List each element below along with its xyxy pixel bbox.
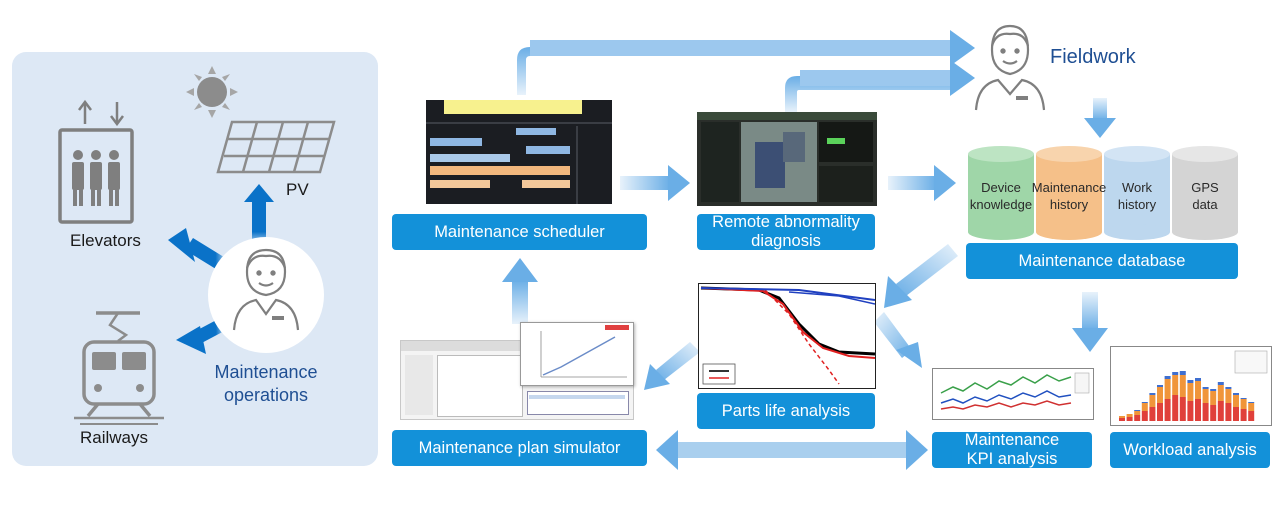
workload-bar-segment [1164,399,1171,421]
workload-bar-segment [1134,410,1141,411]
workload-bar-segment [1202,389,1209,403]
workload-chart [1110,346,1272,426]
workload-bar-segment [1172,372,1179,375]
scheduler-screenshot [426,100,612,204]
workload-bar-segment [1149,407,1156,421]
workload-bar-segment [1240,399,1247,409]
worker-icon [232,248,300,331]
workload-bar-segment [1157,403,1163,421]
arrow-remote-to-database [888,165,956,201]
workload-bar-segment [1172,395,1179,421]
workload-bar-segment [1225,389,1232,403]
pv-label: PV [286,180,309,199]
maintenance-scheduler-box: Maintenance scheduler [392,214,647,250]
train-icon [74,311,164,425]
workload-bar-segment [1141,403,1148,411]
kpi-chart [932,368,1094,420]
arrow-simulator-to-scheduler [502,258,538,324]
fieldwork-worker-icon [974,24,1046,111]
workload-bar-segment [1134,415,1141,421]
workload-bar-segment [1157,385,1163,387]
arrow-parts-to-simulator [644,342,700,390]
arrow-scheduler-to-remote [620,165,690,201]
workload-bar-segment [1248,411,1255,421]
workload-bar-segment [1202,403,1209,421]
workload-bar-segment [1233,407,1239,421]
simulator-popup-chart [520,322,634,386]
arrow-remote-to-fieldwork [785,60,975,112]
workload-bar-segment [1187,380,1194,383]
parts-life-chart [698,283,876,389]
remote-abnormality-box: Remote abnormality diagnosis [697,213,875,250]
workload-bar-segment [1157,387,1163,403]
database-cylinders [968,146,1238,240]
workload-bar-segment [1195,381,1201,399]
workload-bar-segment [1187,383,1194,401]
workload-bar-segment [1217,401,1224,421]
kpi-analysis-box: Maintenance KPI analysis [932,431,1092,468]
arrow-simulator-kpi [656,430,928,470]
arrow-to-pv [244,184,274,250]
cylinder-work-history-label: Work history [1117,180,1157,212]
workload-bar-segment [1233,393,1239,395]
workload-bar-segment [1164,376,1171,379]
sun-icon [186,66,238,118]
workload-bar-segment [1195,399,1201,421]
elevator-icon [58,99,134,224]
workload-bar-segment [1119,418,1125,421]
arrow-scheduler-to-fieldwork [517,30,975,95]
workload-legend [1234,350,1268,374]
workload-bar-segment [1164,379,1171,399]
workload-bar-segment [1141,411,1148,421]
workload-analysis-box: Workload analysis [1110,432,1270,468]
workload-bar-segment [1248,402,1255,403]
workload-bar-segment [1202,387,1209,389]
workload-bar-segment [1134,411,1141,415]
solar-panel-icon [216,120,336,174]
workload-bar-segment [1217,382,1224,385]
workload-bar-segment [1233,395,1239,407]
workload-bar-segment [1225,387,1232,389]
workload-bar-segment [1217,385,1224,401]
maintenance-operations-label: Maintenance operations [214,362,318,405]
workload-bar-segment [1172,375,1179,395]
cylinder-work-history [1104,146,1170,240]
workload-bar-segment [1179,375,1186,397]
cylinder-gps [1172,146,1238,240]
cylinder-device-knowledge-label: Device knowledge [969,180,1033,212]
railways-label: Railways [80,428,149,447]
workload-bar-segment [1119,416,1125,418]
workload-bar-segment [1141,402,1148,403]
cylinder-maintenance-history-label: Maintenance history [1031,180,1107,212]
arrow-fieldwork-to-database [1084,98,1116,138]
arrow-parts-to-kpi [874,312,922,368]
arrow-database-to-workload [1072,292,1108,352]
workload-bar-segment [1225,403,1232,421]
workload-bar-segment [1149,395,1156,407]
workload-bar-segment [1248,403,1255,411]
plan-simulator-box: Maintenance plan simulator [392,430,647,466]
arrow-database-to-parts [884,244,958,308]
workload-bar-segment [1240,409,1247,421]
workload-bar-segment [1240,398,1247,399]
workload-bar-segment [1195,378,1201,381]
workload-bar-segment [1126,414,1133,417]
workload-bar-segment [1179,371,1186,375]
workload-bar-segment [1187,401,1194,421]
workload-bar-segment [1149,393,1156,395]
workload-bar-segment [1179,397,1186,421]
cylinder-gps-label: GPS data [1191,180,1219,212]
workload-bar-segment [1126,417,1133,421]
cylinder-device-knowledge [968,146,1034,240]
elevators-label: Elevators [70,231,141,250]
cylinder-maintenance-history [1036,146,1102,240]
parts-life-box: Parts life analysis [697,393,875,429]
workload-bar-segment [1210,391,1217,405]
workload-bar-segment [1210,389,1217,391]
fieldwork-label: Fieldwork [1050,46,1136,68]
maintenance-database-box: Maintenance database [966,243,1238,279]
remote-diagnosis-screenshot [697,112,877,206]
workload-bar-segment [1210,405,1217,421]
